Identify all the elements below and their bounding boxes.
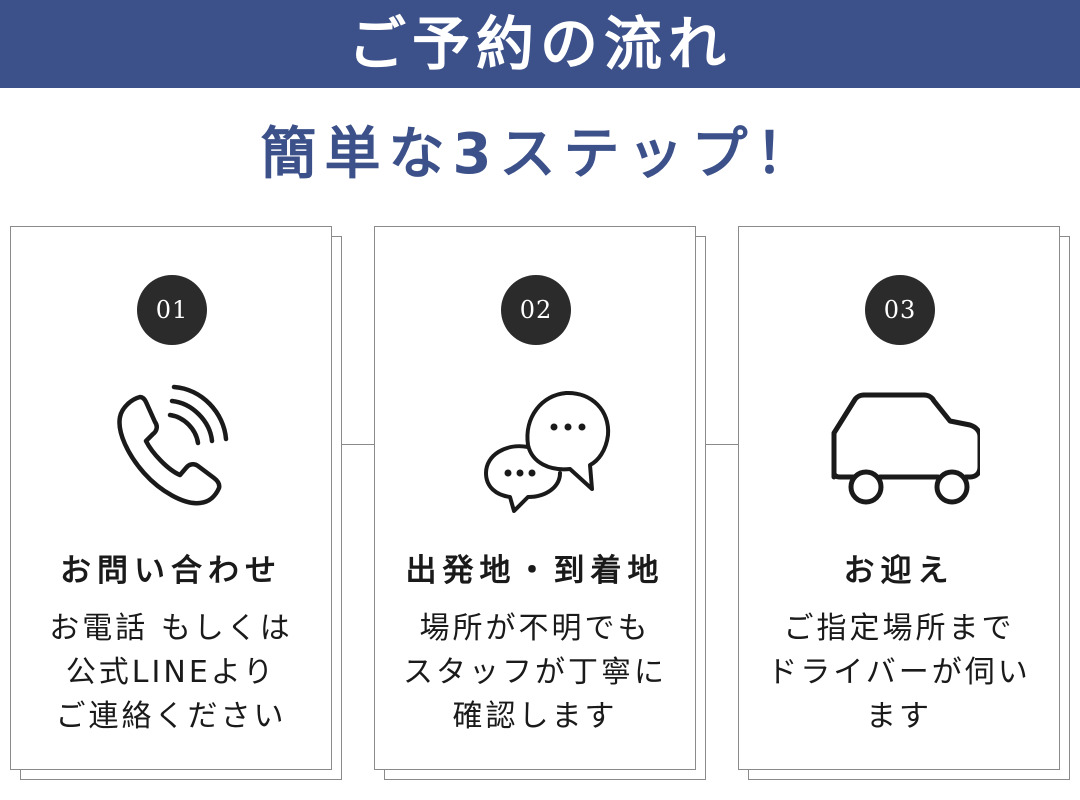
car-icon: [820, 377, 980, 517]
step-description-line: ドライバーが伺い: [767, 655, 1031, 690]
step-description-line: スタッフが丁寧に: [403, 655, 667, 690]
step-card-2: 02 出発地・到着地 場所が不明でも スタッフが丁寧に 確認します: [374, 226, 708, 782]
card-face: 01 お問い合わせ お電話 もしくは 公式LINEより ご連絡ください: [10, 226, 332, 770]
step-description-line: ご指定場所まで: [783, 611, 1015, 646]
step-description-line: 公式LINEより: [65, 655, 277, 690]
step-description-line: ます: [866, 699, 932, 734]
phone-icon: [92, 377, 252, 517]
header-bar: ご予約の流れ: [0, 0, 1080, 88]
card-face: 02 出発地・到着地 場所が不明でも スタッフが丁寧に 確認します: [374, 226, 696, 770]
step-card-1: 01 お問い合わせ お電話 もしくは 公式LINEより ご連絡ください: [10, 226, 344, 782]
subtitle: 簡単な3ステップ！: [260, 122, 820, 187]
step-description: 場所が不明でも スタッフが丁寧に 確認します: [375, 607, 695, 739]
step-card-3: 03 お迎え ご指定場所まで ドライバーが伺い ます: [738, 226, 1072, 782]
step-title: お問い合わせ: [60, 553, 282, 589]
card-face: 03 お迎え ご指定場所まで ドライバーが伺い ます: [738, 226, 1060, 770]
step-number-badge: 01: [137, 275, 207, 345]
step-description: ご指定場所まで ドライバーが伺い ます: [739, 607, 1059, 739]
step-number-badge: 03: [865, 275, 935, 345]
step-title: お迎え: [843, 553, 955, 589]
connector-line-2: [696, 444, 738, 445]
step-number-badge: 02: [501, 275, 571, 345]
step-description-line: ご連絡ください: [55, 699, 287, 734]
chat-bubbles-icon: [456, 377, 616, 517]
step-description-line: お電話 もしくは: [49, 611, 293, 646]
step-description-line: 確認します: [452, 699, 618, 734]
page-title: ご予約の流れ: [347, 10, 732, 78]
step-title: 出発地・到着地: [405, 553, 665, 589]
step-description: お電話 もしくは 公式LINEより ご連絡ください: [11, 607, 331, 739]
connector-line-1: [332, 444, 374, 445]
step-description-line: 場所が不明でも: [419, 611, 651, 646]
